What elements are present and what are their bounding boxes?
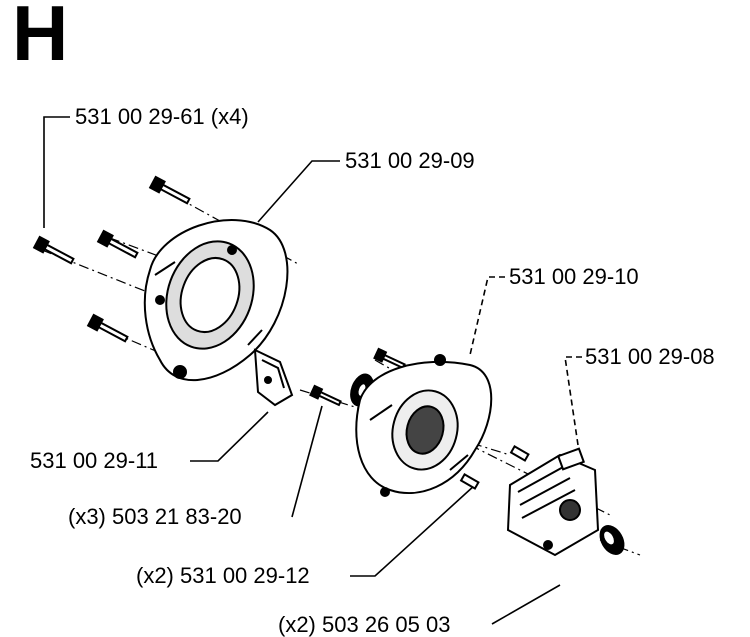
leader-bracket <box>190 411 269 462</box>
callout-bottom-x2: (x2) 503 26 05 03 <box>278 612 451 637</box>
leader-crankcase <box>469 276 505 356</box>
leader-cylinder <box>564 356 582 446</box>
cylinder-part <box>506 447 600 557</box>
leader-bottom-x2 <box>491 584 561 625</box>
callout-pin-x2: (x2) 531 00 29-12 <box>136 563 310 588</box>
leader-cover <box>257 160 340 223</box>
callout-bolt-x4: 531 00 29-61 (x4) <box>75 104 249 129</box>
bolt-parts <box>32 175 191 343</box>
callout-screw-x3: (x3) 503 21 83-20 <box>68 504 242 529</box>
callout-cover: 531 00 29-09 <box>345 148 475 173</box>
leader-screw-x3 <box>291 405 323 518</box>
leader-bolt-x4 <box>43 116 70 228</box>
leader-pin-x2 <box>350 484 476 577</box>
cover-part <box>143 219 289 382</box>
pin-parts <box>459 445 530 490</box>
bracket-part <box>253 348 294 407</box>
crankcase-part <box>355 354 493 497</box>
callout-crankcase: 531 00 29-10 <box>509 264 639 289</box>
callout-bracket: 531 00 29-11 <box>30 448 159 473</box>
section-letter: H <box>12 0 69 77</box>
end-cap-part <box>599 525 625 555</box>
callout-cylinder: 531 00 29-08 <box>585 344 715 369</box>
